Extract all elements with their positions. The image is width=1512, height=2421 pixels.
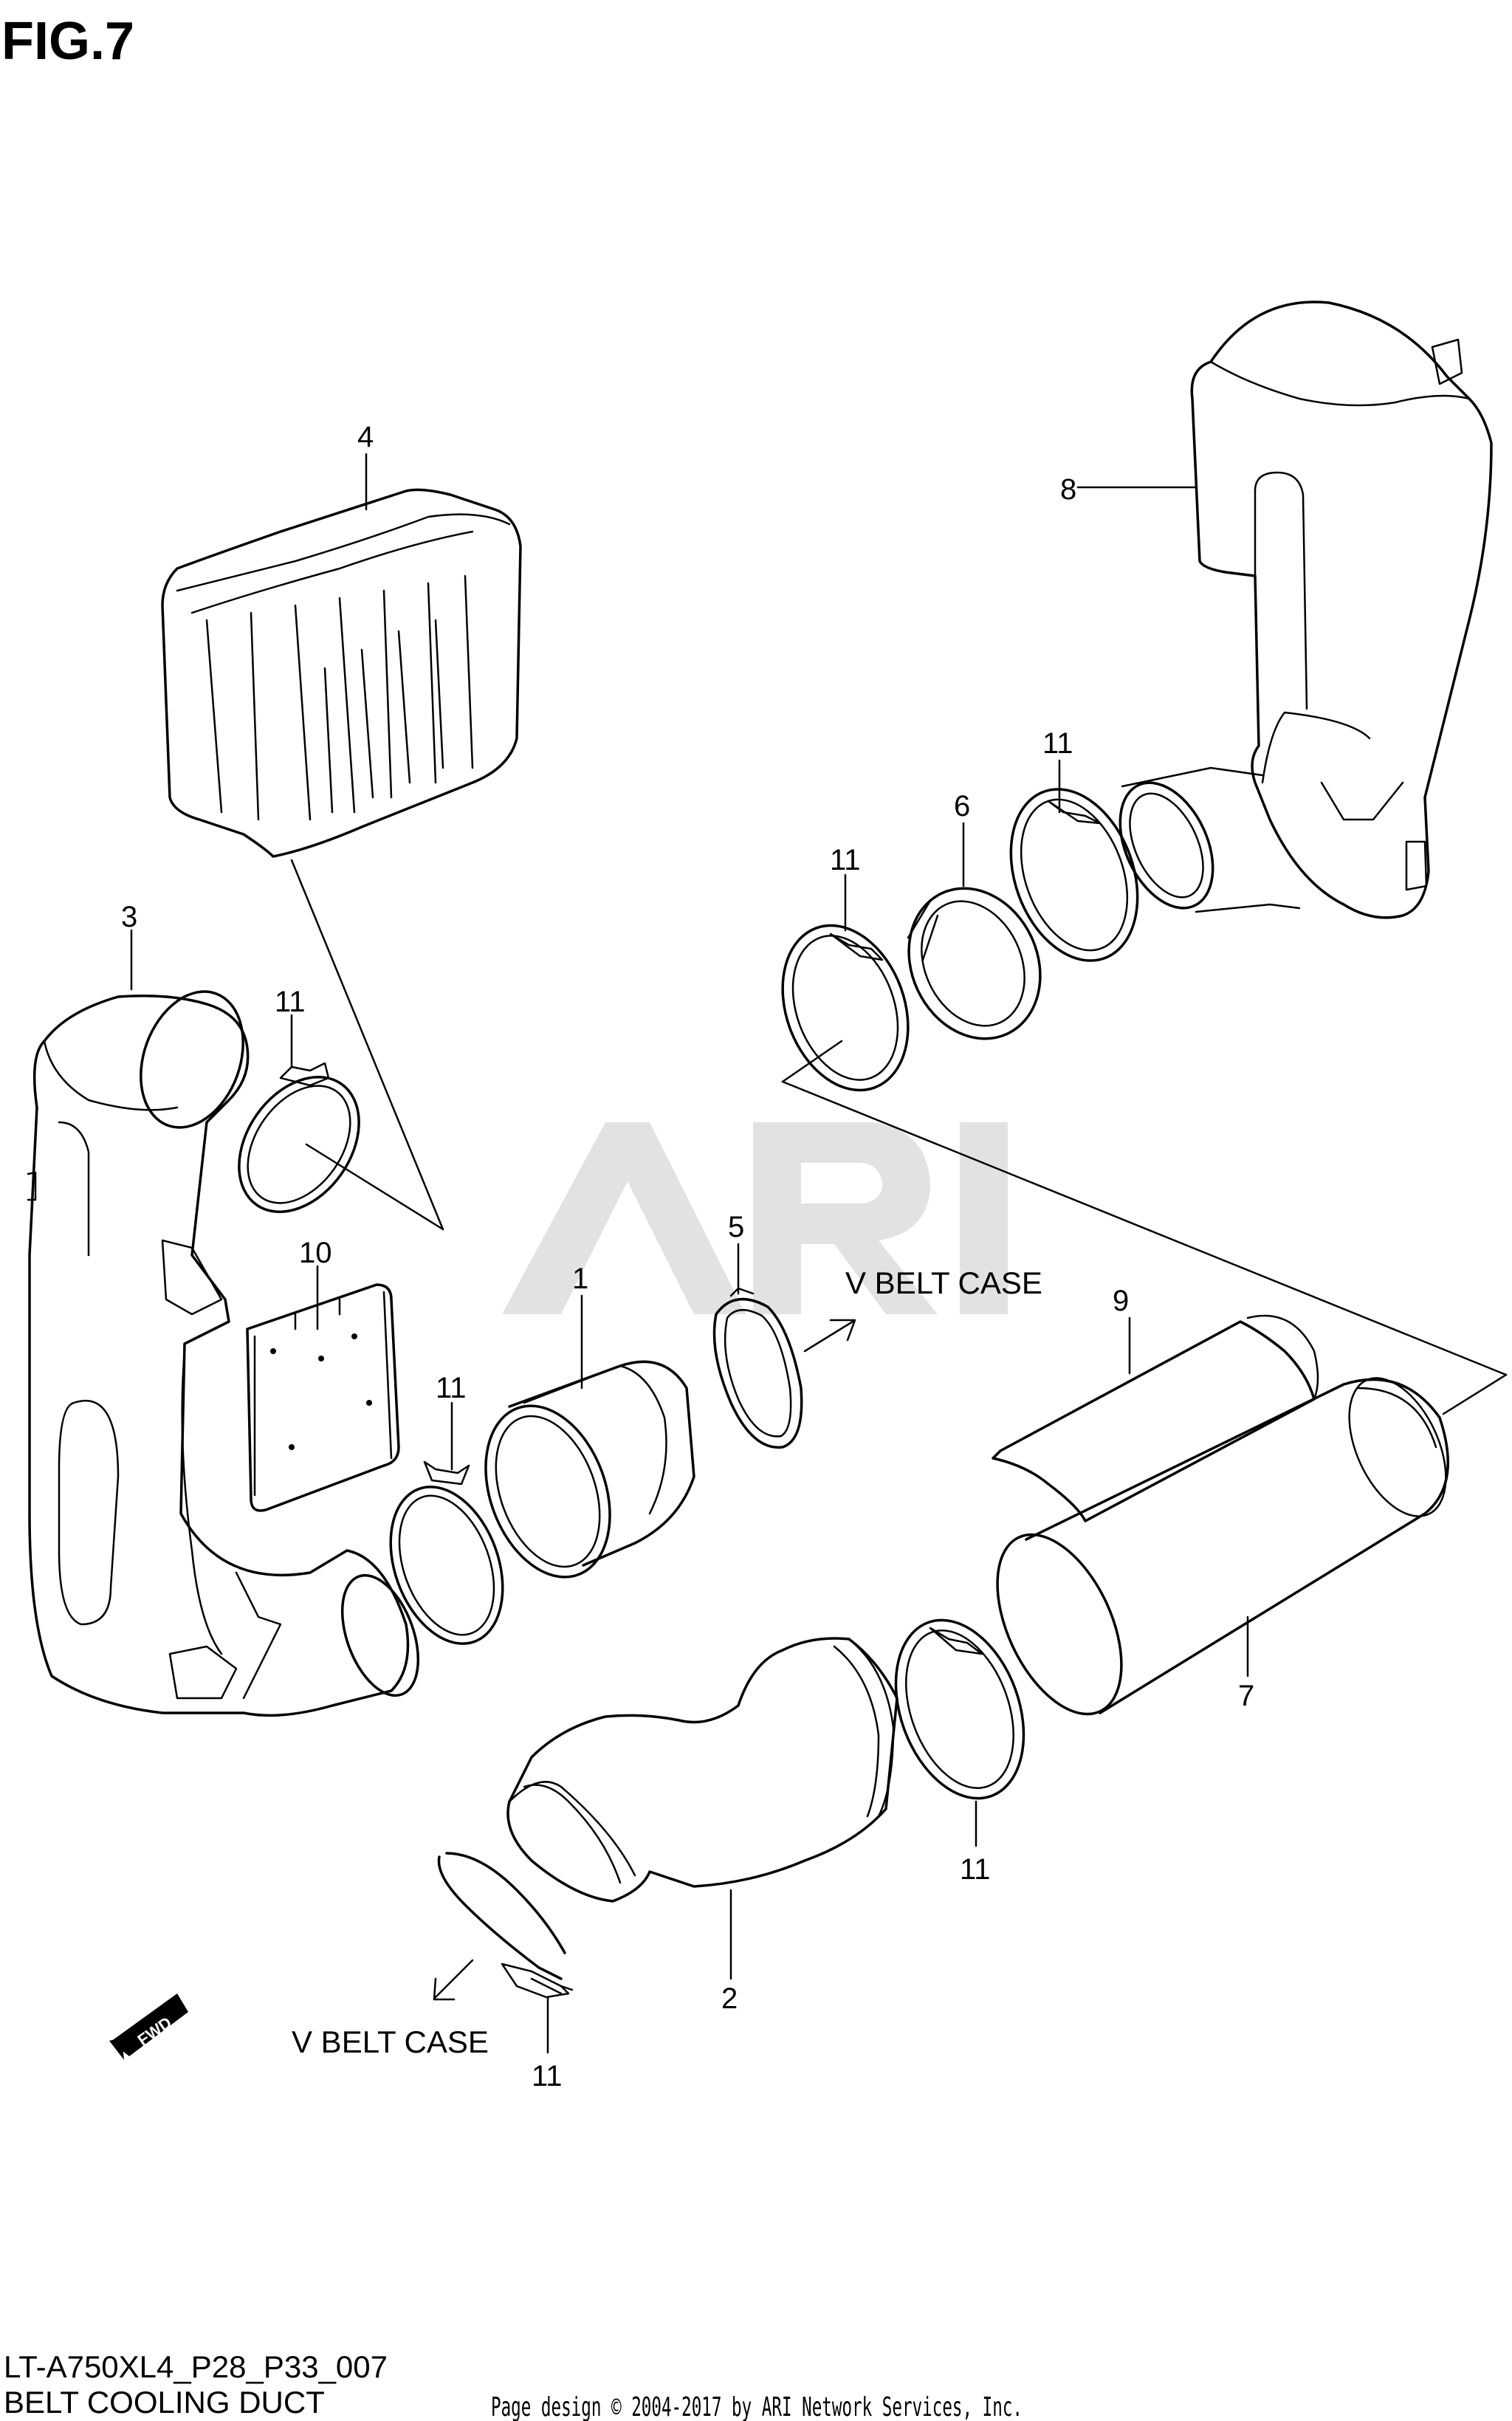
part-10-panel xyxy=(246,1283,400,1512)
part-4-cover xyxy=(161,488,522,858)
callout-11-e: 11 xyxy=(960,1853,991,1886)
callout-11-f: 11 xyxy=(532,2060,563,2092)
fwd-icon: FWD xyxy=(109,1994,188,2060)
callout-11-a: 11 xyxy=(275,986,306,1018)
part-11-clamp-d xyxy=(1009,788,1139,962)
v-belt-case-label-lower: V BELT CASE xyxy=(292,2025,489,2059)
part-7-tube xyxy=(996,1377,1449,1716)
callout-10: 10 xyxy=(299,1237,332,1269)
part-2-elbow xyxy=(506,1637,898,1903)
model-code: LT-A750XL4_P28_P33_007 xyxy=(4,2349,388,2384)
part-1-sleeve xyxy=(484,1360,695,1579)
callout-6: 6 xyxy=(954,790,970,823)
callout-5: 5 xyxy=(728,1211,744,1243)
callout-9: 9 xyxy=(1113,1285,1129,1317)
v-belt-case-label-upper: V BELT CASE xyxy=(845,1266,1042,1300)
callout-2: 2 xyxy=(721,1982,738,2015)
figure-title: FIG.7 xyxy=(1,12,134,71)
callout-11-b: 11 xyxy=(436,1372,467,1404)
part-11-clamp-b xyxy=(389,1460,504,1645)
callout-3: 3 xyxy=(121,901,137,933)
v-belt-case-arrow-lower xyxy=(433,1959,474,2001)
callout-1: 1 xyxy=(572,1263,588,1295)
part-6-adapter xyxy=(907,887,1042,1040)
part-11-clamp-e xyxy=(894,1618,1025,1800)
callout-8: 8 xyxy=(1060,473,1076,506)
part-11-clamp-c xyxy=(781,924,910,1092)
callout-4: 4 xyxy=(357,421,374,453)
figure-subtitle: BELT COOLING DUCT xyxy=(4,2385,325,2420)
callout-7: 7 xyxy=(1238,1680,1254,1712)
callout-11-c: 11 xyxy=(830,844,861,876)
part-9-cover xyxy=(992,1314,1319,1522)
copyright-notice: Page design © 2004-2017 by ARI Network S… xyxy=(491,2392,1023,2421)
part-3-duct xyxy=(27,990,420,1717)
ari-watermark xyxy=(502,1122,1008,1314)
guide-lines xyxy=(290,859,1508,1415)
callout-11-d: 11 xyxy=(1042,727,1073,760)
part-8-duct xyxy=(1118,301,1493,919)
part-11-clamp-a xyxy=(238,1062,360,1213)
v-belt-case-arrow-upper xyxy=(803,1319,856,1353)
part-11-clamp-f xyxy=(437,1852,574,1999)
